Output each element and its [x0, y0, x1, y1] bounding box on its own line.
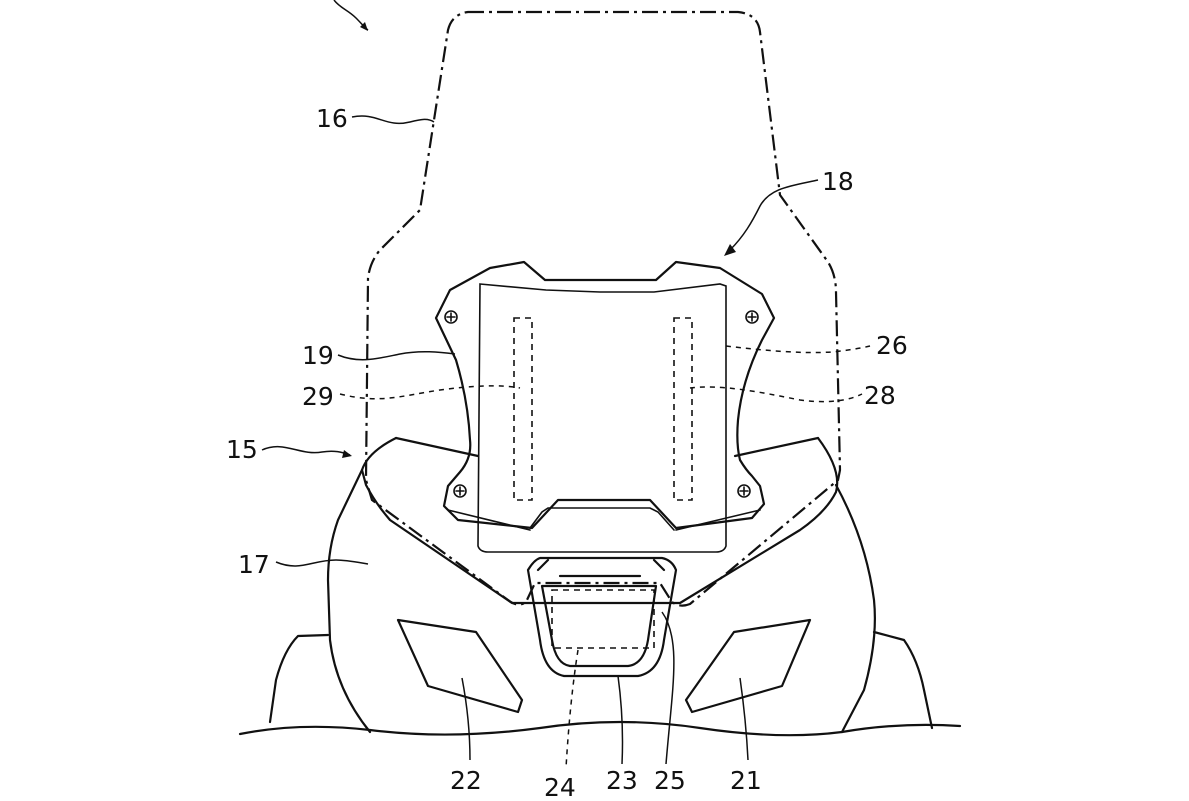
label-18: 18 — [822, 167, 854, 196]
screw-icon — [737, 484, 751, 498]
leader-28 — [689, 386, 863, 403]
leader-22 — [461, 677, 471, 761]
label-28: 28 — [864, 381, 896, 410]
arrow-15 — [342, 450, 352, 458]
leader-26 — [725, 345, 871, 354]
left-rail — [513, 317, 533, 501]
meter-visor — [434, 260, 776, 531]
leader-23 — [617, 675, 624, 765]
label-15: 15 — [226, 435, 258, 464]
center-duct — [526, 556, 678, 678]
screw-icons — [444, 310, 759, 498]
arrow-18 — [724, 244, 736, 256]
leader-21 — [739, 677, 749, 761]
leader-16 — [351, 115, 435, 124]
right-rail — [673, 317, 693, 501]
leader-17 — [275, 559, 369, 567]
label-22: 22 — [450, 766, 482, 795]
windscreen-outline — [364, 10, 842, 607]
right-vent — [684, 618, 812, 714]
label-25: 25 — [654, 766, 686, 795]
meter-panel — [477, 283, 727, 553]
label-26: 26 — [876, 331, 908, 360]
leader-29 — [339, 385, 521, 400]
front-cowl — [268, 436, 934, 734]
label-21: 21 — [730, 766, 762, 795]
leader-24 — [565, 649, 579, 769]
label-23: 23 — [606, 766, 638, 795]
label-17: 17 — [238, 550, 270, 579]
headlamp-hidden — [551, 589, 655, 649]
leader-25 — [661, 611, 675, 765]
label-24: 24 — [544, 773, 576, 801]
leader-15 — [261, 445, 351, 456]
label-16: 16 — [316, 104, 348, 133]
screw-icon — [444, 310, 458, 324]
screw-icon — [745, 310, 759, 324]
leader-19 — [337, 350, 456, 361]
label-19: 19 — [302, 341, 334, 370]
label-29: 29 — [302, 382, 334, 411]
assembly-arrow-top — [333, 0, 369, 31]
leader-18 — [729, 179, 819, 251]
left-vent — [396, 618, 524, 714]
screw-icon — [453, 484, 467, 498]
body-line — [238, 720, 962, 737]
